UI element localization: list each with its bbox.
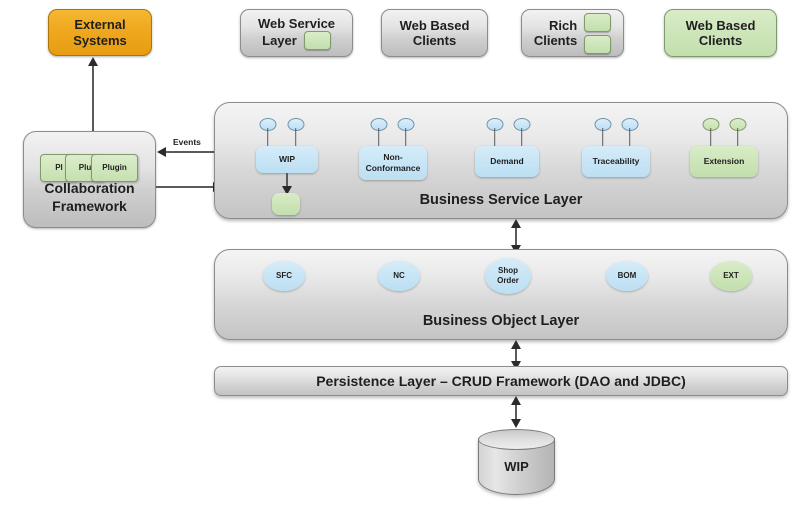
service-label-line1: Extension (703, 156, 745, 167)
connector-bol-persistence (515, 347, 517, 363)
business-object-ext[interactable]: EXT (710, 261, 752, 291)
plugin-label: Plu (78, 163, 92, 173)
service-box-non-conformance[interactable]: Non- Conformance (359, 146, 427, 180)
lollipop-stem (628, 128, 631, 148)
lollipop-stem (294, 128, 297, 148)
connector-collab-to-external (92, 64, 94, 131)
client-label-line1: Web Service (257, 15, 336, 31)
client-label-line2: Clients (533, 33, 578, 48)
service-label-line1: Demand (490, 156, 524, 167)
client-box-web-based-clients-1[interactable]: Web Based Clients (381, 9, 488, 57)
lollipop-interface-icon (513, 118, 530, 148)
business-service-layer-title: Business Service Layer (419, 192, 583, 208)
service-label-line2: Conformance (365, 163, 421, 173)
arrowhead-up-persistence (511, 396, 521, 405)
connector-events (165, 151, 214, 153)
service-box-extension[interactable]: Extension (690, 146, 758, 177)
client-label-line2: Clients (698, 33, 743, 48)
plugin-label: Pl (55, 163, 63, 173)
client-label-line1: Web Based (399, 17, 470, 33)
lollipop-interface-icon (287, 118, 304, 148)
plugin-label: Plugin (102, 163, 127, 173)
arrowhead-up-external (88, 57, 98, 66)
plugin-chip-icon (584, 12, 612, 32)
client-label-line1: Web Based (685, 17, 756, 33)
client-box-web-based-clients-2[interactable]: Web Based Clients (664, 9, 777, 57)
plugin-chip-stack (584, 12, 612, 54)
lollipop-interface-icon (621, 118, 638, 148)
service-box-wip[interactable]: WIP (256, 146, 318, 173)
client-box-rich-clients[interactable]: Rich Clients (521, 9, 624, 57)
collab-title-line2: Framework (52, 197, 127, 214)
lollipop-interface-icon (594, 118, 611, 148)
cylinder-top (478, 429, 555, 450)
arrowhead-left-events (157, 147, 166, 157)
bo-label-line1: SFC (276, 271, 292, 281)
external-systems-label-1: External (74, 17, 126, 33)
lollipop-stem (601, 128, 604, 148)
business-object-sfc[interactable]: SFC (263, 261, 305, 291)
lollipop-stem (266, 128, 269, 148)
plugin-chip-icon (584, 34, 612, 54)
client-label-line2: Clients (412, 33, 457, 48)
business-object-layer-title: Business Object Layer (422, 313, 580, 329)
lollipop-interface-icon (702, 118, 719, 148)
external-systems-label-2: Systems (73, 32, 127, 48)
bo-label-line1: EXT (723, 271, 739, 281)
plugin-chip-icon (303, 31, 331, 51)
business-object-bom[interactable]: BOM (606, 261, 648, 291)
database-label: WIP (504, 459, 529, 475)
external-systems-box[interactable]: External Systems (48, 9, 152, 56)
connector-wip-to-extension (286, 173, 288, 189)
persistence-layer-title: Persistence Layer – CRUD Framework (DAO … (316, 373, 686, 389)
client-label-line2: Layer (262, 32, 297, 48)
lollipop-stem (736, 128, 739, 148)
lollipop-interface-icon (486, 118, 503, 148)
lollipop-stem (404, 128, 407, 148)
arrowhead-up-bol (511, 340, 521, 349)
arrowhead-down-extension (282, 186, 292, 195)
service-label-line1: Traceability (592, 156, 640, 167)
connector-collab-to-bsl (156, 186, 215, 188)
connector-persistence-db (515, 403, 517, 421)
lollipop-interface-icon (370, 118, 387, 148)
collaboration-framework-box[interactable]: Pl Plu Plugin Collaboration Framework (23, 131, 156, 228)
bo-label-line1: Shop (497, 266, 518, 276)
collaboration-framework-title: Collaboration Framework (24, 180, 155, 215)
bo-label-line1: BOM (617, 271, 637, 281)
connector-bsl-bol (515, 226, 517, 247)
lollipop-interface-icon (397, 118, 414, 148)
client-label-line1: Rich (549, 17, 578, 33)
service-label-line1: WIP (278, 154, 296, 165)
persistence-layer-bar[interactable]: Persistence Layer – CRUD Framework (DAO … (214, 366, 788, 396)
service-extension-chip[interactable] (272, 193, 300, 215)
lollipop-interface-icon (729, 118, 746, 148)
service-label-line1: Non- (383, 152, 403, 163)
arrowhead-down-db (511, 419, 521, 428)
database-cylinder-icon[interactable]: WIP (478, 429, 555, 495)
collab-title-line1: Collaboration (44, 180, 135, 196)
plugin-box-3[interactable]: Plugin (91, 154, 138, 182)
arrowhead-down-persistence (511, 361, 521, 370)
service-box-demand[interactable]: Demand (475, 146, 539, 177)
arrowhead-up-bsl (511, 219, 521, 228)
lollipop-stem (377, 128, 380, 148)
edge-label-events: Events (173, 137, 201, 147)
lollipop-stem (520, 128, 523, 148)
client-box-web-service-layer[interactable]: Web Service Layer (240, 9, 353, 57)
business-object-shop-order[interactable]: Shop Order (485, 258, 531, 294)
lollipop-stem (709, 128, 712, 148)
business-object-nc[interactable]: NC (378, 261, 420, 291)
lollipop-interface-icon (259, 118, 276, 148)
bo-label-line2: Order (497, 276, 519, 285)
service-box-traceability[interactable]: Traceability (582, 146, 650, 177)
lollipop-stem (493, 128, 496, 148)
bo-label-line1: NC (393, 271, 405, 281)
